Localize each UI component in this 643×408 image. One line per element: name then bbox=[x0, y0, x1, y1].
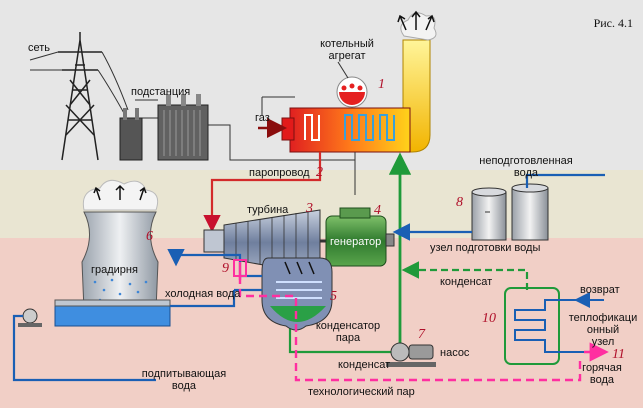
number-11: 11 bbox=[612, 347, 625, 362]
heating-node-box bbox=[504, 287, 560, 365]
label-makeup-water-line2: вода bbox=[171, 380, 197, 392]
cooling-return-line bbox=[167, 248, 262, 278]
label-boiler-line1: котельный bbox=[320, 38, 374, 50]
number-8: 8 bbox=[456, 195, 463, 210]
boiler-unit-icon bbox=[281, 76, 411, 153]
label-heating-node-line1: теплофикаци bbox=[568, 312, 638, 324]
makeup-water-line bbox=[12, 314, 156, 382]
label-condensate-lower: конденсат bbox=[338, 359, 391, 371]
label-hot-water-line1: горячая bbox=[582, 362, 622, 374]
label-pump: насос bbox=[440, 347, 470, 359]
substation-transformer-icon bbox=[119, 94, 209, 161]
label-cooling-tower: градирня bbox=[91, 264, 138, 276]
label-return: возврат bbox=[580, 284, 620, 296]
label-condenser-line1: конденсатор bbox=[315, 320, 381, 332]
steam-pipeline bbox=[203, 152, 322, 233]
pump-icon bbox=[386, 342, 436, 367]
water-treatment-tanks-icon bbox=[471, 183, 549, 241]
label-generator: генератор bbox=[330, 236, 382, 248]
label-process-steam: технологический пар bbox=[308, 386, 415, 398]
label-condensate-upper: конденсат bbox=[440, 276, 493, 288]
transmission-tower-icon bbox=[58, 32, 102, 161]
label-cold-water: холодная вода bbox=[165, 288, 241, 300]
number-6: 6 bbox=[146, 229, 153, 244]
label-boiler-line2: агрегат bbox=[328, 50, 366, 62]
number-9: 9 bbox=[222, 261, 229, 276]
untreated-water-line bbox=[525, 173, 605, 188]
cold-water-line bbox=[170, 290, 236, 308]
label-makeup-water-line1: подпитывающая bbox=[141, 368, 227, 380]
district-heating-coil bbox=[514, 299, 608, 360]
label-heating-node-line3: узел bbox=[591, 336, 615, 348]
label-untreated-water-line2: вода bbox=[513, 167, 539, 179]
label-water-treatment: узел подготовки воды bbox=[430, 242, 541, 254]
number-1: 1 bbox=[378, 77, 385, 92]
number-5: 5 bbox=[330, 289, 337, 304]
label-substation: подстанция bbox=[131, 86, 191, 98]
number-2: 2 bbox=[316, 165, 323, 180]
cooling-tower-icon bbox=[81, 179, 159, 311]
figure-label: Рис. 4.1 bbox=[593, 16, 633, 30]
condensate-line-lower bbox=[288, 328, 392, 354]
cooling-basin-icon bbox=[18, 299, 171, 327]
number-3: 3 bbox=[306, 201, 313, 216]
label-gas: газ bbox=[255, 112, 270, 124]
label-condenser-line2: пара bbox=[335, 332, 361, 344]
label-heating-node-line2: онный bbox=[586, 324, 620, 336]
number-10: 10 bbox=[482, 311, 496, 326]
condenser-icon bbox=[261, 257, 333, 331]
label-network: сеть bbox=[28, 42, 51, 54]
generator-icon bbox=[325, 207, 395, 267]
number-7: 7 bbox=[418, 327, 425, 342]
label-untreated-water-line1: неподготовленная bbox=[479, 155, 573, 167]
label-steam-pipe: паропровод bbox=[249, 167, 310, 179]
label-hot-water-line2: вода bbox=[589, 374, 615, 386]
condensate-line-upper bbox=[401, 261, 529, 290]
number-4: 4 bbox=[374, 203, 381, 218]
process-steam-line bbox=[238, 276, 582, 382]
label-turbine: турбина bbox=[247, 204, 289, 216]
boiler-leader bbox=[337, 61, 349, 79]
